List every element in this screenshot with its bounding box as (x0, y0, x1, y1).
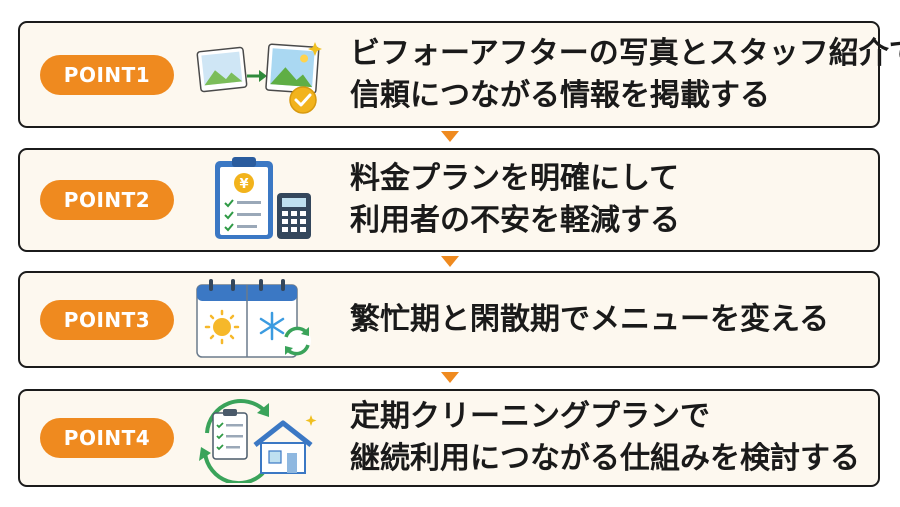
point-badge-4: POINT4 (40, 418, 174, 458)
down-arrow-icon (441, 256, 459, 267)
point-text-1: ビフォーアフターの写真とスタッフ紹介で 信頼につながる情報を掲載する (350, 33, 900, 117)
point-badge-1: POINT1 (40, 54, 174, 95)
point-text-1-line1: ビフォーアフターの写真とスタッフ紹介で (350, 35, 900, 71)
point-text-4: 定期クリーニングプランで 継続利用につながる仕組みを検討する (350, 396, 860, 480)
point-badge-3: POINT3 (40, 299, 174, 340)
seasonal-calendar-icon (185, 275, 325, 365)
point-text-3-line1: 繁忙期と閑散期でメニューを変える (350, 301, 830, 337)
before-after-photo-icon (185, 30, 325, 120)
recurring-cleaning-house-icon (185, 393, 325, 483)
point-text-2-line2: 利用者の不安を軽減する (350, 203, 680, 238)
price-clipboard-calculator-icon: ¥ (185, 155, 325, 245)
point-card-2: POINT2 ¥ (18, 148, 880, 252)
point-text-4-line2: 継続利用につながる仕組みを検討する (350, 441, 860, 476)
point-text-1-line2: 信頼につながる情報を掲載する (350, 77, 770, 113)
point-text-2-line1: 料金プランを明確にして (350, 161, 680, 196)
down-arrow-icon (441, 131, 459, 142)
point-text-3: 繁忙期と閑散期でメニューを変える (350, 299, 829, 341)
svg-text:¥: ¥ (239, 177, 248, 192)
point-card-3: POINT3 (18, 271, 880, 368)
point-text-2: 料金プランを明確にして 利用者の不安を軽減する (350, 158, 680, 242)
point-card-4: POINT4 定期クリー (18, 389, 880, 487)
down-arrow-icon (441, 372, 459, 383)
point-card-1: POINT1 (18, 21, 900, 128)
point-badge-2: POINT2 (40, 180, 174, 220)
point-text-4-line1: 定期クリーニングプランで (350, 399, 710, 434)
